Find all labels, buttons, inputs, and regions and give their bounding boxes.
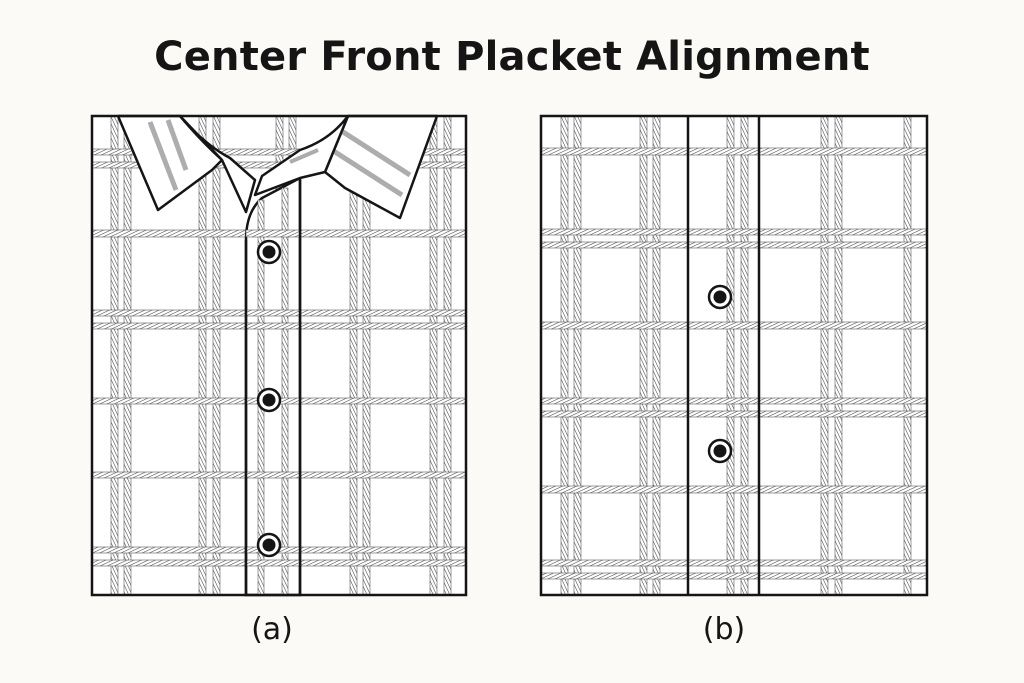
panel-a-caption: (a) (251, 612, 293, 647)
diagram-title: Center Front Placket Alignment (154, 34, 870, 80)
panel-a-button-2 (256, 387, 282, 413)
panel-a (90, 114, 468, 597)
panel-a-collar (116, 114, 439, 220)
panel-b (539, 114, 929, 597)
panel-b-button-1 (707, 284, 733, 310)
panel-b-check-pattern (541, 116, 927, 595)
panel-a-button-3 (256, 532, 282, 558)
panel-b-button-2 (707, 438, 733, 464)
panel-b-frame (539, 114, 929, 597)
panel-a-button-1 (256, 239, 282, 265)
panel-b-caption: (b) (702, 612, 746, 647)
panel-a-frame (90, 114, 468, 597)
